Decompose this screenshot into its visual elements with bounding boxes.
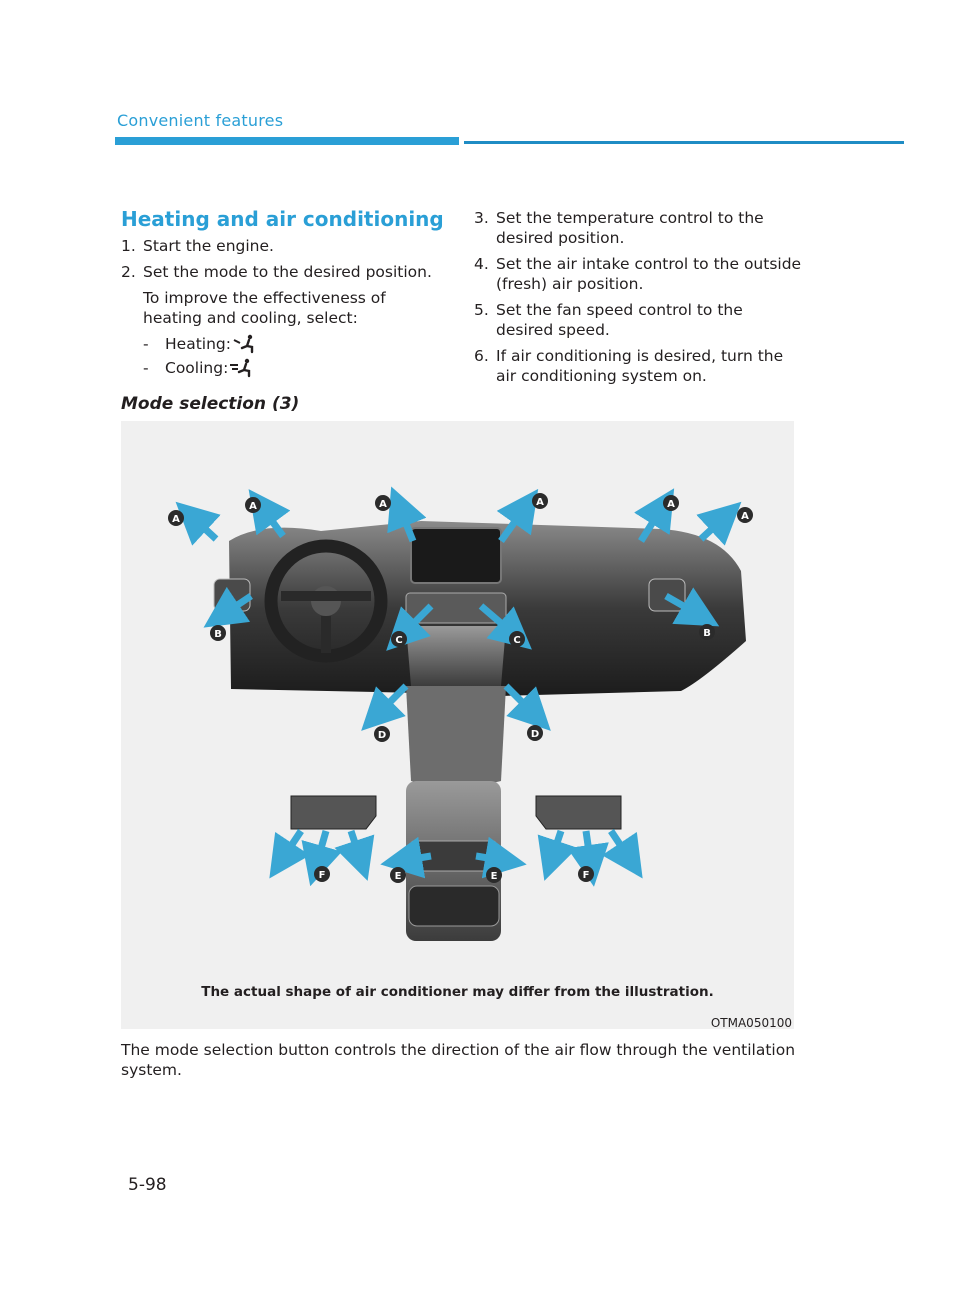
list-item: 5. Set the fan speed control to the desi… — [474, 300, 804, 340]
airflow-arrow — [611, 831, 631, 861]
airflow-arrow — [316, 831, 326, 866]
header-bar-accent — [115, 137, 459, 145]
svg-text:C: C — [395, 635, 402, 646]
svg-text:E: E — [491, 871, 498, 882]
center-console — [406, 626, 506, 686]
bullet-heating: - Heating: — [121, 334, 439, 354]
page-number: 5-98 — [128, 1175, 167, 1195]
callout-a: A — [168, 510, 184, 526]
rear-controls — [409, 886, 499, 926]
callout-f: F — [578, 866, 594, 882]
svg-text:A: A — [379, 499, 387, 510]
list-item: 3. Set the temperature control to the de… — [474, 208, 804, 248]
svg-text:B: B — [214, 629, 222, 640]
svg-text:B: B — [703, 628, 711, 639]
svg-text:A: A — [249, 501, 257, 512]
airflow-arrow — [191, 516, 216, 539]
callout-b: B — [210, 625, 226, 641]
callout-a: A — [245, 497, 261, 513]
bullet-cooling: - Cooling: — [121, 358, 439, 378]
airflow-arrow — [281, 831, 301, 861]
callout-a: A — [737, 507, 753, 523]
airflow-arrow — [551, 831, 561, 861]
list-item: 2. Set the mode to the desired position. — [121, 262, 439, 282]
svg-text:F: F — [583, 870, 590, 881]
improve-text: To improve the effectiveness of heating … — [121, 288, 439, 328]
svg-text:F: F — [319, 870, 326, 881]
steps-left-column: 1. Start the engine. 2. Set the mode to … — [121, 236, 439, 382]
svg-text:A: A — [172, 514, 180, 525]
figure-code: OTMA050100 — [711, 1016, 792, 1030]
svg-text:D: D — [531, 729, 539, 740]
callout-d: D — [527, 725, 543, 741]
callout-a: A — [375, 495, 391, 511]
header-bar-line — [464, 141, 904, 144]
figure-caption: The actual shape of air conditioner may … — [121, 984, 794, 1000]
dashboard-drawing: A A A A A A B B C C D D E E F F — [121, 421, 794, 981]
list-item: 6. If air conditioning is desired, turn … — [474, 346, 804, 386]
callout-c: C — [391, 631, 407, 647]
face-floor-mode-icon — [228, 358, 254, 378]
floor-defrost-mode-icon — [231, 334, 257, 354]
callout-b: B — [699, 624, 715, 640]
airflow-arrow — [586, 831, 591, 866]
airflow-arrow — [476, 856, 506, 861]
steps-right-column: 3. Set the temperature control to the de… — [474, 208, 804, 392]
svg-text:A: A — [536, 497, 544, 508]
callout-f: F — [314, 866, 330, 882]
list-item: 1. Start the engine. — [121, 236, 439, 256]
floor-duct-right — [536, 796, 621, 829]
section-header: Convenient features — [117, 111, 283, 130]
section-heading: Heating and air conditioning — [121, 207, 444, 231]
svg-text:A: A — [741, 511, 749, 522]
list-item: 4. Set the air intake control to the out… — [474, 254, 804, 294]
mode-selection-heading: Mode selection (3) — [121, 394, 299, 414]
svg-text:D: D — [378, 730, 386, 741]
callout-e: E — [390, 867, 406, 883]
floor-duct-left — [291, 796, 376, 829]
svg-text:A: A — [667, 499, 675, 510]
airflow-arrow — [401, 856, 431, 861]
airflow-arrow — [701, 516, 726, 539]
body-paragraph: The mode selection button controls the d… — [121, 1040, 801, 1080]
dashboard-illustration: A A A A A A B B C C D D E E F F The actu… — [121, 421, 794, 1029]
callout-d: D — [374, 726, 390, 742]
airflow-arrow — [351, 831, 361, 861]
callout-c: C — [509, 631, 525, 647]
infotainment-screen — [411, 528, 501, 583]
svg-text:E: E — [395, 871, 402, 882]
callout-e: E — [486, 867, 502, 883]
callout-a: A — [532, 493, 548, 509]
svg-text:C: C — [513, 635, 520, 646]
callout-a: A — [663, 495, 679, 511]
